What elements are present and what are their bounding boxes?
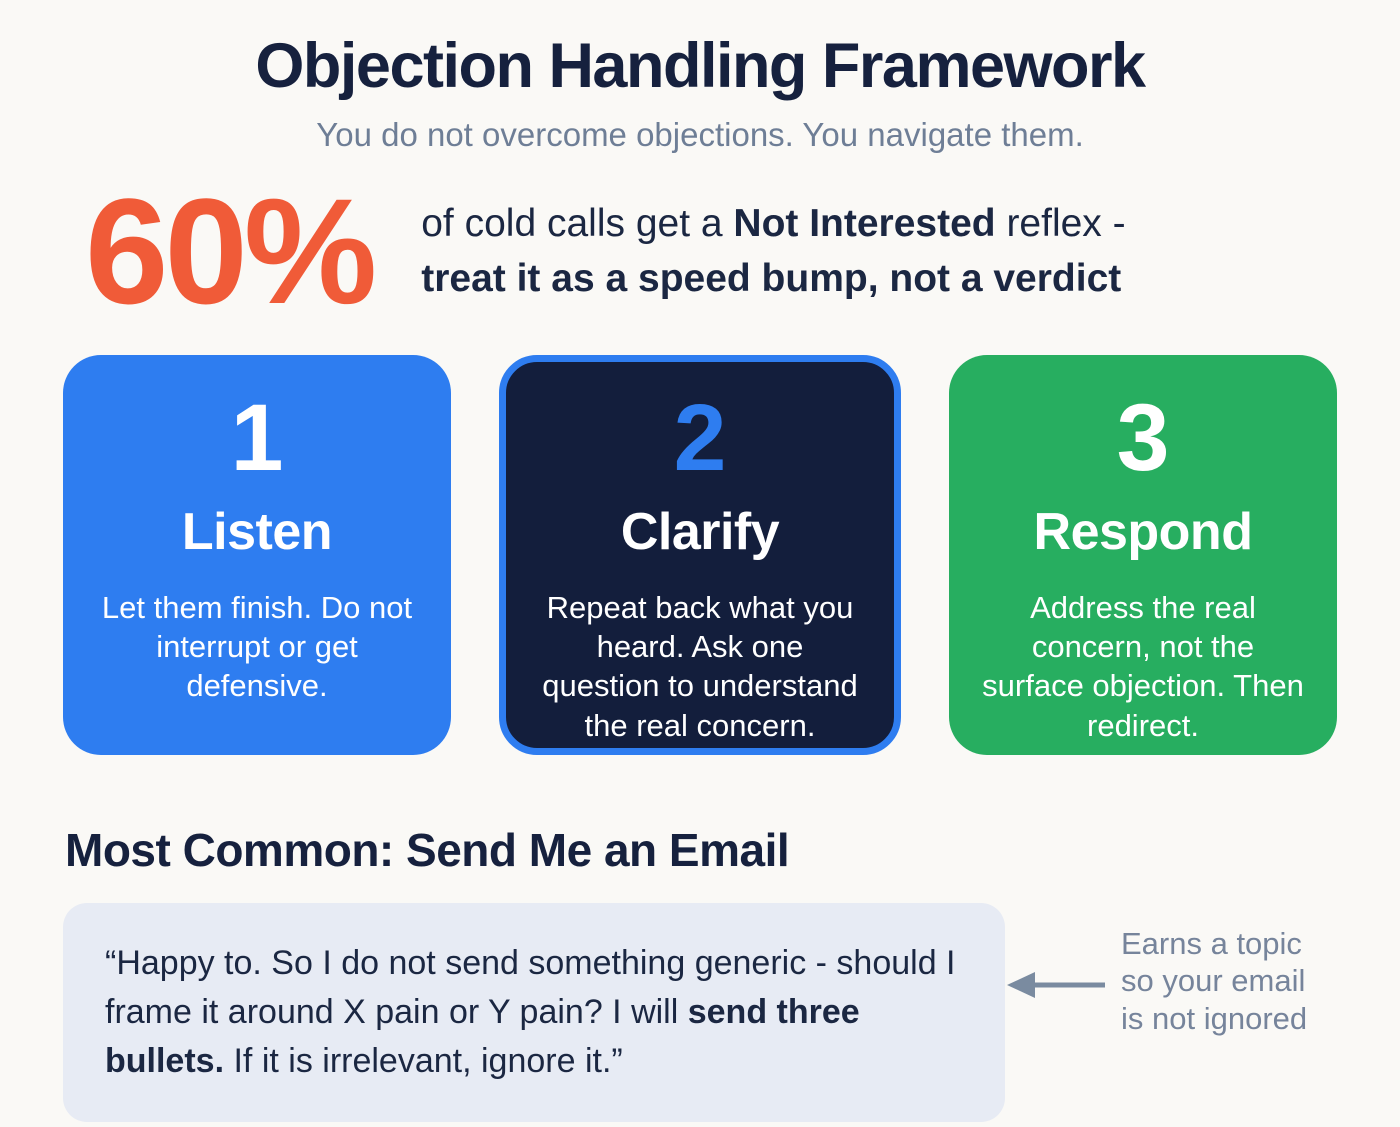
stat-line1-bold: Not Interested bbox=[733, 201, 996, 245]
stat-value: 60% bbox=[85, 167, 377, 335]
step-title: Listen bbox=[181, 502, 333, 561]
quote-pre: “Happy to. So I do not send something ge… bbox=[105, 943, 956, 1031]
stat-line1-pre: of cold calls get a bbox=[421, 201, 734, 245]
step-body: Let them finish. Do not interrupt or get… bbox=[101, 589, 413, 704]
quote-box: “Happy to. So I do not send something ge… bbox=[63, 902, 1005, 1123]
page-title: Objection Handling Framework bbox=[255, 31, 1146, 101]
step-number: 3 bbox=[1116, 384, 1170, 491]
quote-bold: send three bullets. bbox=[105, 992, 860, 1081]
page-subtitle: You do not overcome objections. You navi… bbox=[316, 116, 1084, 153]
annotation-line3: is not ignored bbox=[1121, 1001, 1308, 1037]
step-card-listen: 1 Listen Let them finish. Do not interru… bbox=[63, 354, 451, 755]
step-number: 2 bbox=[673, 384, 727, 491]
annotation-line1: Earns a topic bbox=[1121, 925, 1302, 961]
step-body: Repeat back what you heard. Ask one ques… bbox=[542, 589, 858, 743]
section-heading: Most Common: Send Me an Email bbox=[65, 823, 790, 876]
stat-text: of cold calls get a Not Interested refle… bbox=[421, 196, 1125, 307]
annotation-text: Earns a topic so your email is not ignor… bbox=[1121, 925, 1307, 1038]
annotation: Earns a topic so your email is not ignor… bbox=[1007, 925, 1307, 1038]
step-title: Clarify bbox=[620, 502, 780, 561]
arrow-left-icon bbox=[1007, 972, 1105, 999]
stat-line1-post: reflex - bbox=[995, 201, 1126, 245]
steps-row: 1 Listen Let them finish. Do not interru… bbox=[63, 354, 1337, 755]
step-title: Respond bbox=[1033, 502, 1253, 561]
bottom-row: “Happy to. So I do not send something ge… bbox=[63, 902, 1400, 1123]
stat-row: 60% of cold calls get a Not Interested r… bbox=[85, 167, 1335, 335]
step-number: 1 bbox=[230, 384, 284, 491]
annotation-line2: so your email bbox=[1121, 963, 1306, 999]
stat-line2-bold: treat it as a speed bump, not a verdict bbox=[421, 257, 1122, 301]
step-card-respond: 3 Respond Address the real concern, not … bbox=[949, 354, 1337, 755]
step-card-clarify: 2 Clarify Repeat back what you heard. As… bbox=[499, 354, 901, 755]
step-body: Address the real concern, not the surfac… bbox=[982, 589, 1304, 743]
quote-post: If it is irrelevant, ignore it.” bbox=[224, 1042, 623, 1081]
